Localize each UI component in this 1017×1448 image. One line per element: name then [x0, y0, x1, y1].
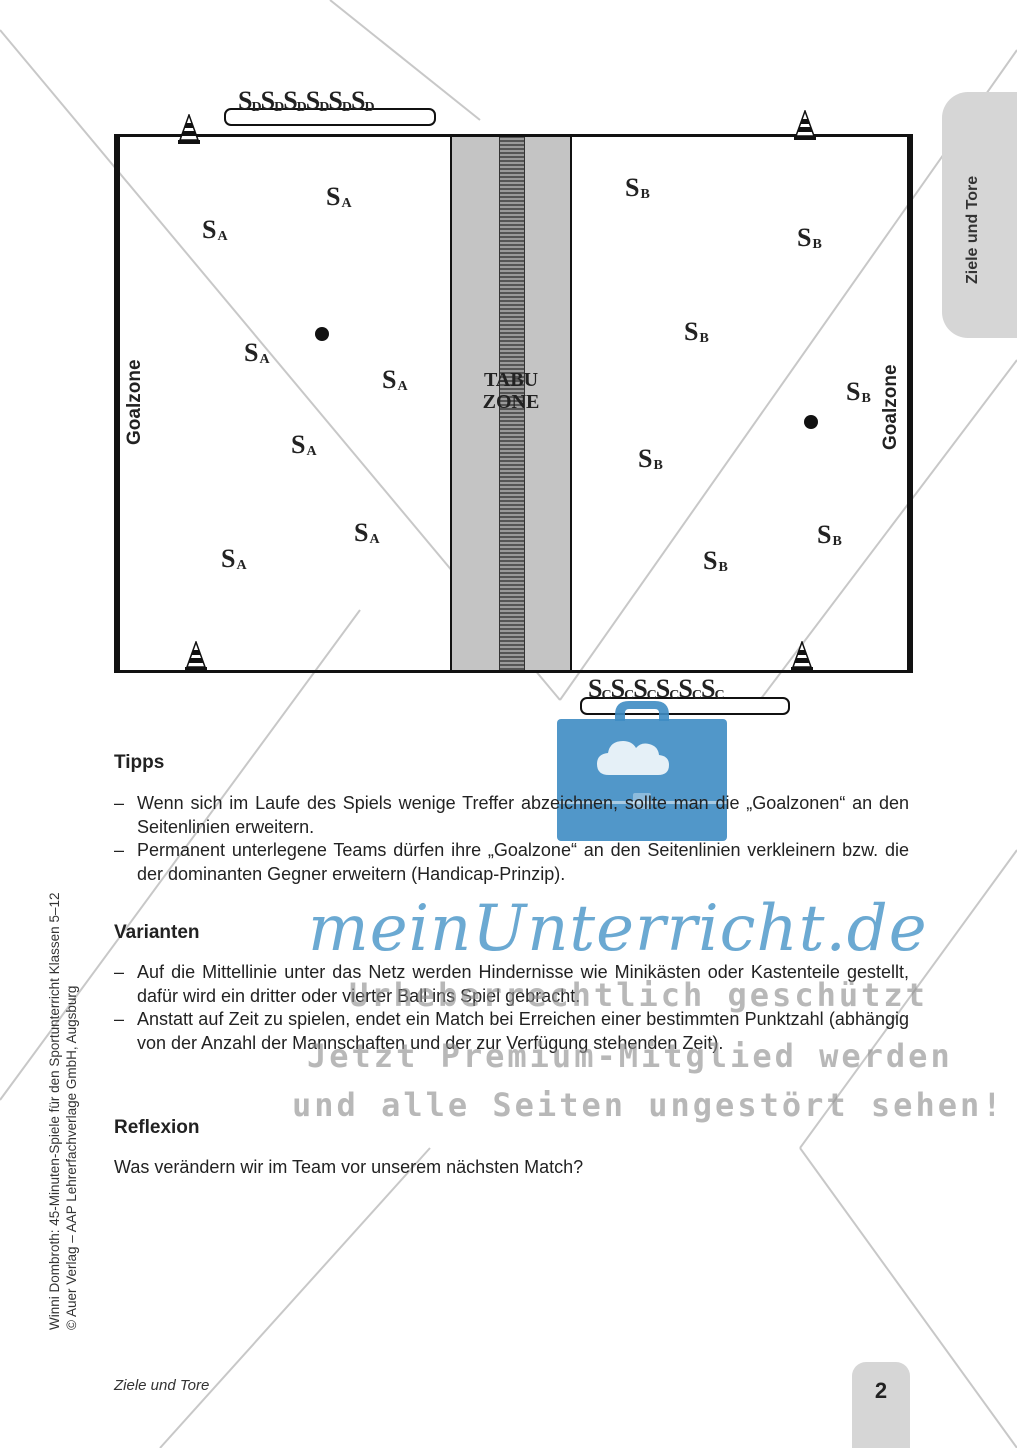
varianten-list: Auf die Mittellinie unter das Netz werde…: [114, 961, 909, 1055]
list-item: Auf die Mittellinie unter das Netz werde…: [114, 961, 909, 1008]
player-team-b: SB: [684, 317, 709, 346]
bench-player: SC: [678, 674, 702, 703]
tabu-label-line1: TABU: [483, 369, 539, 391]
watermark-line-3: und alle Seiten ungestört sehen!: [292, 1086, 1005, 1124]
tipps-heading: Tipps: [114, 752, 165, 773]
list-item: Anstatt auf Zeit zu spielen, endet ein M…: [114, 1008, 909, 1055]
player-team-b: SB: [703, 546, 728, 575]
chapter-tab-label: Ziele und Tore: [964, 175, 981, 284]
playing-field: TABU ZONE: [114, 134, 913, 673]
bench-player: SC: [700, 674, 725, 703]
player-team-a: SA: [244, 338, 270, 367]
credit-line-2: © Auer Verlag – AAP Lehrerfachverlage Gm…: [64, 985, 79, 1330]
player-team-b: SB: [625, 173, 650, 202]
reflexion-question: Was verändern wir im Team vor unserem nä…: [114, 1157, 584, 1177]
player-team-a: SA: [291, 430, 317, 459]
bench-player: SC: [655, 674, 680, 703]
page-number: 2: [874, 1378, 888, 1403]
page-number-box: [852, 1362, 910, 1448]
player-team-b: SB: [817, 520, 842, 549]
bench-player: SD: [328, 86, 352, 115]
goalzone-left-label: Goalzone: [124, 359, 145, 445]
bench-top-players: SDSDSDSDSDSD: [238, 86, 375, 116]
bench-player: SD: [283, 86, 307, 115]
reflexion-heading: Reflexion: [114, 1117, 200, 1138]
player-team-b: SB: [846, 377, 871, 406]
cone-icon: [794, 110, 816, 140]
bench-player: SC: [633, 674, 657, 703]
bench-player: SD: [260, 86, 285, 115]
player-team-a: SA: [326, 182, 352, 211]
goalzone-right-label: Goalzone: [880, 364, 901, 450]
player-team-a: SA: [382, 365, 408, 394]
ball: [804, 415, 818, 429]
cone-icon: [791, 641, 813, 671]
chapter-tab: [942, 92, 1017, 338]
ball: [315, 327, 329, 341]
player-team-b: SB: [797, 223, 822, 252]
cone-icon: [185, 641, 207, 671]
bench-player: SC: [610, 674, 635, 703]
bench-bottom-players: SCSCSCSCSCSC: [588, 674, 725, 704]
tabu-label-line2: ZONE: [482, 391, 540, 413]
bench-top: [224, 108, 436, 126]
list-item: Wenn sich im Laufe des Spiels wenige Tre…: [114, 792, 909, 839]
player-team-a: SA: [221, 544, 247, 573]
list-item: Permanent unterlegene Teams dürfen ihre …: [114, 839, 909, 886]
tabu-zone: TABU ZONE: [450, 137, 572, 670]
watermark-brand: meinUnterricht.de: [308, 892, 928, 966]
varianten-heading: Varianten: [114, 922, 200, 943]
bench-player: SC: [588, 674, 612, 703]
player-team-a: SA: [354, 518, 380, 547]
net: [499, 137, 525, 670]
player-team-b: SB: [638, 444, 663, 473]
credit-line-1: Winni Dombroth: 45-Minuten-Spiele für de…: [47, 892, 62, 1330]
bench-player: SD: [305, 86, 330, 115]
player-team-a: SA: [202, 215, 228, 244]
watermark-line-1: Urheberrechtlich geschützt: [349, 976, 928, 1014]
cone-icon: [178, 114, 200, 144]
bench-player: SD: [350, 86, 375, 115]
tipps-list: Wenn sich im Laufe des Spiels wenige Tre…: [114, 792, 909, 886]
footer-title: Ziele und Tore: [114, 1377, 210, 1394]
bench-player: SD: [238, 86, 262, 115]
watermark-line-2: Jetzt Premium-Mitglied werden: [307, 1037, 953, 1075]
copyright-credit: Winni Dombroth: 45-Minuten-Spiele für de…: [46, 893, 80, 1330]
